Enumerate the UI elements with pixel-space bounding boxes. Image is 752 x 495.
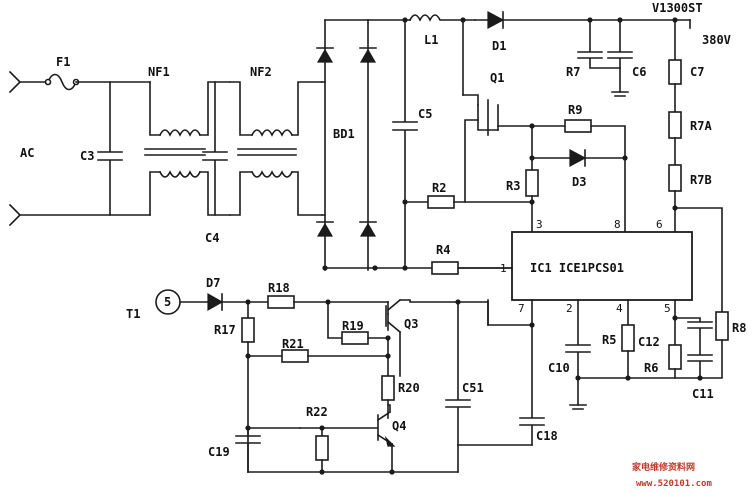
pin-4: 4	[616, 302, 623, 315]
component-labels: AC F1 NF1 NF2 C3 C4 BD1 L1 C5 D1 Q1 R7 C…	[20, 1, 746, 459]
label-380v: 380V	[702, 33, 731, 47]
label-c18: C18	[536, 429, 558, 443]
label-r7a: R7A	[690, 119, 712, 133]
label-r6: R6	[644, 361, 658, 375]
label-ac: AC	[20, 146, 34, 160]
ic-support-parts	[487, 299, 729, 446]
label-r8: R8	[732, 321, 746, 335]
label-c10: C10	[548, 361, 570, 375]
pin-7: 7	[518, 302, 525, 315]
pin-1: 1	[500, 262, 507, 275]
label-nf1: NF1	[148, 65, 170, 79]
label-d3: D3	[572, 175, 586, 189]
label-c4: C4	[205, 231, 219, 245]
label-t1: T1	[126, 307, 140, 321]
label-c19: C19	[208, 445, 230, 459]
label-r3: R3	[506, 179, 520, 193]
label-nf2: NF2	[250, 65, 272, 79]
label-r5: R5	[602, 333, 616, 347]
label-v1300st: V1300ST	[652, 1, 703, 15]
label-t1-pin: 5	[164, 295, 171, 309]
label-r7: R7	[566, 65, 580, 79]
label-q4: Q4	[392, 419, 406, 433]
label-c3: C3	[80, 149, 94, 163]
label-c6: C6	[632, 65, 646, 79]
label-r4: R4	[436, 243, 450, 257]
ic1-controller	[431, 231, 693, 301]
label-d1: D1	[492, 39, 506, 53]
label-r20: R20	[398, 381, 420, 395]
site-watermark: 家电维修资料网 www.520101.com	[632, 461, 712, 489]
watermark-line2: www.520101.com	[636, 479, 712, 489]
label-r19: R19	[342, 319, 364, 333]
ic-pin-numbers: 1 2 3 4 5 6 7 8	[500, 218, 671, 315]
output-divider	[668, 19, 723, 313]
label-bd1: BD1	[333, 127, 355, 141]
label-r18: R18	[268, 281, 290, 295]
pin-3: 3	[536, 218, 543, 231]
ac-input-section	[8, 70, 323, 227]
watermark-line1: 家电维修资料网	[632, 461, 695, 473]
label-ic1: IC1 ICE1PCS01	[530, 261, 624, 275]
label-c12: C12	[638, 335, 660, 349]
label-c51: C51	[462, 381, 484, 395]
pin-6: 6	[656, 218, 663, 231]
feedback-network	[404, 119, 628, 233]
label-d7: D7	[206, 276, 220, 290]
label-r22: R22	[306, 405, 328, 419]
label-q1: Q1	[490, 71, 504, 85]
label-f1: F1	[56, 55, 70, 69]
pin-8: 8	[614, 218, 621, 231]
label-r21: R21	[282, 337, 304, 351]
label-r9: R9	[568, 103, 582, 117]
label-l1: L1	[424, 33, 438, 47]
pin-5: 5	[664, 302, 671, 315]
label-c7: C7	[690, 65, 704, 79]
aux-supply-section	[155, 289, 533, 475]
label-r17: R17	[214, 323, 236, 337]
label-c5: C5	[418, 107, 432, 121]
pin-2: 2	[566, 302, 573, 315]
label-r7b: R7B	[690, 173, 712, 187]
label-q3: Q3	[404, 317, 418, 331]
bridge-rectifier-bd1	[316, 19, 541, 271]
label-c11: C11	[692, 387, 714, 401]
r7-c6-network	[577, 19, 633, 97]
label-r2: R2	[432, 181, 446, 195]
